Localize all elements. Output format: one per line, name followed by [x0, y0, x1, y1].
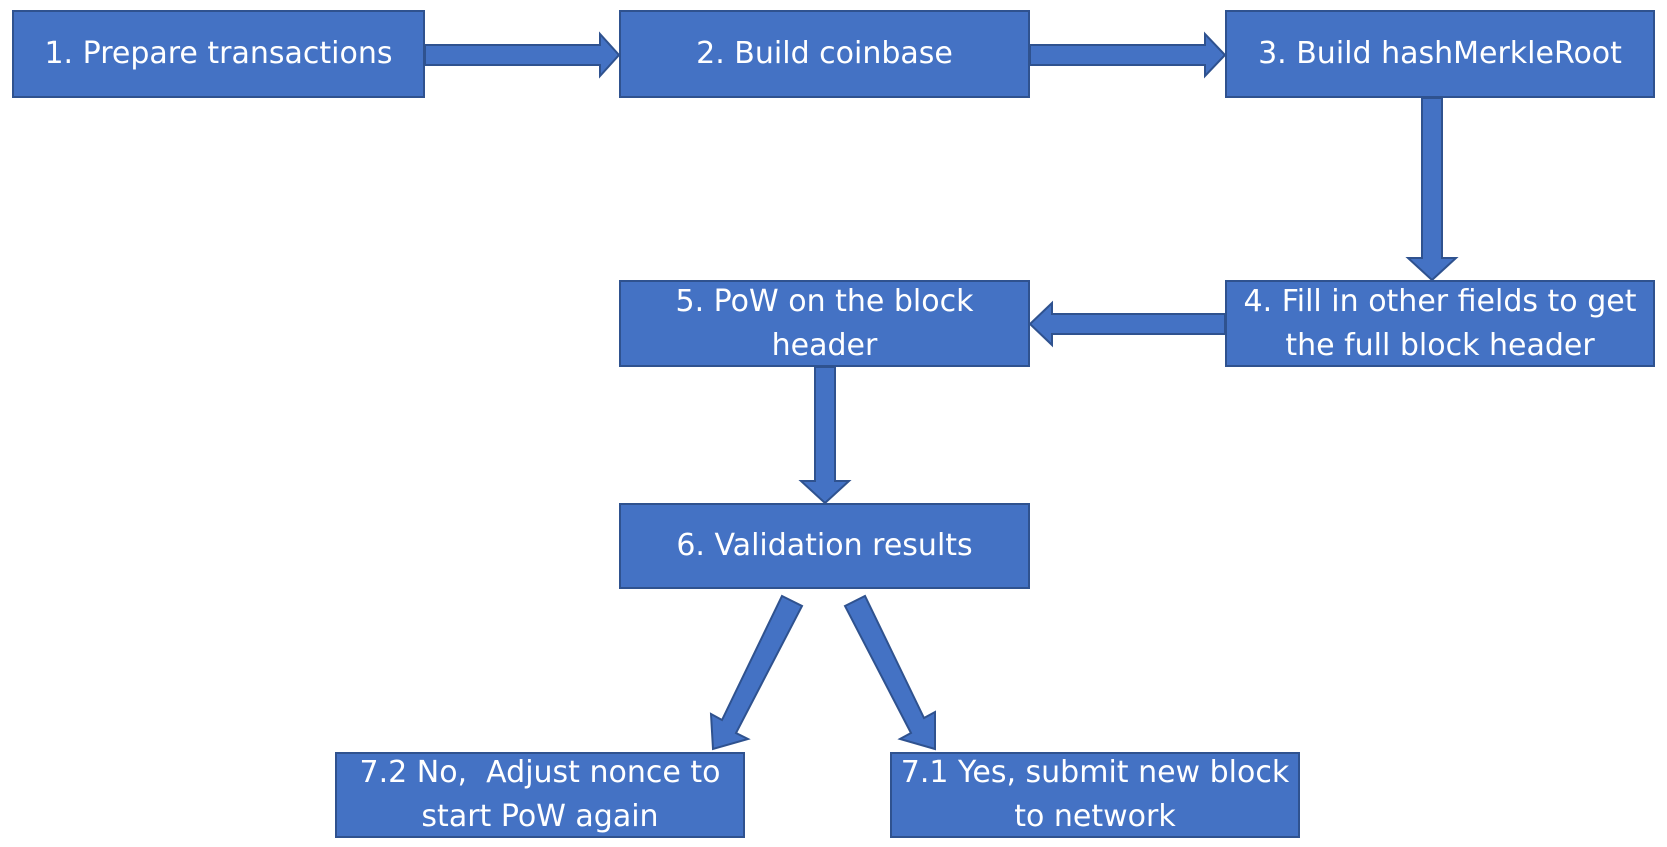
node-label: 7.1 Yes, submit new block to network [900, 755, 1299, 834]
arrow-validation-to-no [709, 594, 804, 751]
node-label: 5. PoW on the block header [675, 283, 984, 363]
node-label: 2. Build coinbase [696, 36, 953, 71]
arrow-fill-header-to-pow [1028, 300, 1226, 348]
node-label: 7.2 No, Adjust nonce to start PoW again [359, 755, 731, 834]
node-label: 1. Prepare transactions [44, 36, 393, 71]
node-label: 3. Build hashMerkleRoot [1258, 36, 1622, 71]
node-fill-block-header: 4. Fill in other fields to get the full … [1225, 280, 1655, 367]
arrow-merkle-to-fill-header [1405, 97, 1459, 282]
node-label: 6. Validation results [676, 528, 973, 563]
node-no-adjust-nonce: 7.2 No, Adjust nonce to start PoW again [335, 752, 745, 838]
node-label: 4. Fill in other fields to get the full … [1243, 283, 1647, 363]
node-build-coinbase: 2. Build coinbase [619, 10, 1030, 98]
arrow-pow-to-validation [798, 366, 852, 505]
arrow-validation-to-yes [843, 594, 936, 751]
node-validation-results: 6. Validation results [619, 503, 1030, 589]
node-pow-block-header: 5. PoW on the block header [619, 280, 1030, 367]
arrow-prepare-to-coinbase [424, 31, 621, 79]
node-yes-submit-block: 7.1 Yes, submit new block to network [890, 752, 1300, 838]
arrow-coinbase-to-merkle [1029, 31, 1227, 79]
node-prepare-transactions: 1. Prepare transactions [12, 10, 425, 98]
node-build-merkle-root: 3. Build hashMerkleRoot [1225, 10, 1655, 98]
